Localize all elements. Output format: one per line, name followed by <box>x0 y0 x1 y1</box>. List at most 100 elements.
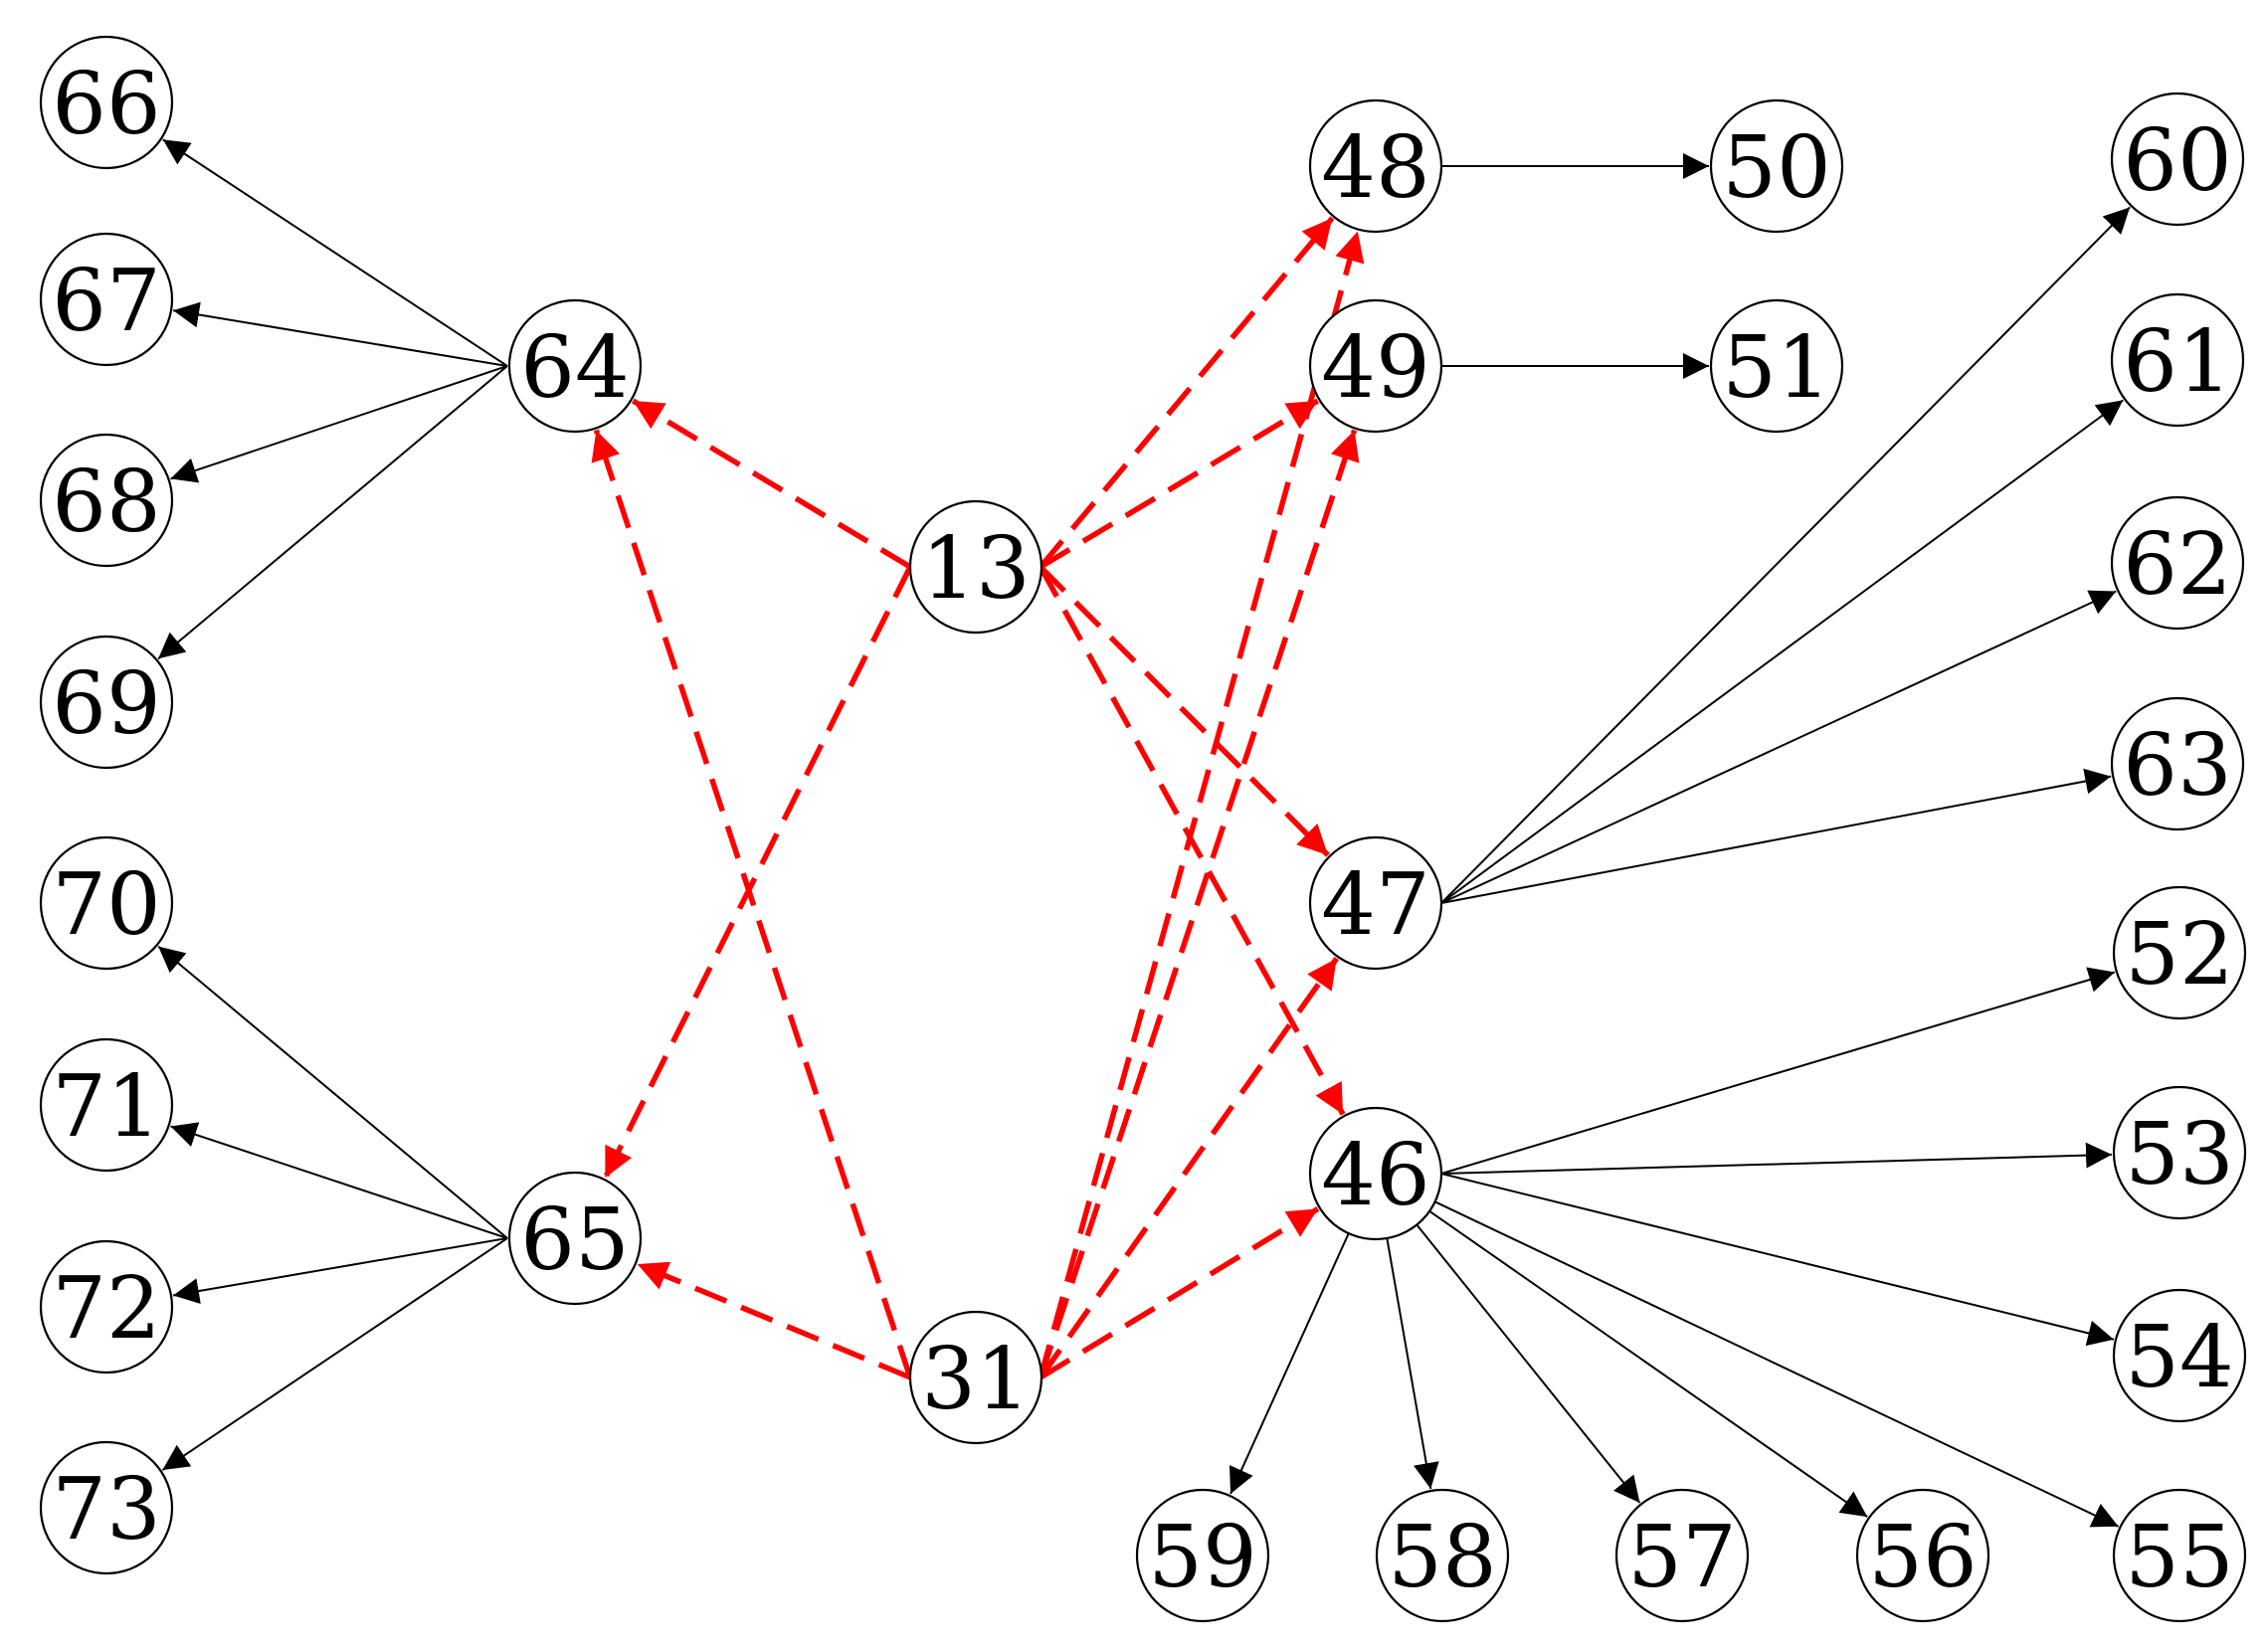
edge-65-to-70 <box>157 945 508 1239</box>
node-label: 49 <box>1321 318 1429 418</box>
edge-46-to-52 <box>1440 967 2116 1175</box>
node-47: 47 <box>1308 835 1443 971</box>
node-label: 73 <box>52 1460 160 1559</box>
edge-13-to-65 <box>602 565 913 1180</box>
node-label: 58 <box>1388 1508 1496 1607</box>
edge-31-to-64 <box>591 429 913 1378</box>
node-53: 53 <box>2112 1085 2247 1220</box>
edge-47-to-63 <box>1440 768 2112 904</box>
node-circle <box>1308 835 1443 971</box>
node-label: 57 <box>1627 1508 1736 1607</box>
node-label: 63 <box>2123 716 2231 816</box>
node-circle <box>2110 92 2245 227</box>
node-circle <box>39 1440 174 1575</box>
node-66: 66 <box>39 35 174 170</box>
node-72: 72 <box>39 1239 174 1375</box>
node-55: 55 <box>2112 1488 2247 1623</box>
node-label: 50 <box>1722 118 1830 218</box>
node-65: 65 <box>507 1171 643 1306</box>
node-circle <box>2110 495 2245 631</box>
node-label: 68 <box>52 453 160 552</box>
node-label: 48 <box>1321 118 1429 218</box>
node-label: 47 <box>1321 855 1429 955</box>
node-58: 58 <box>1375 1488 1510 1623</box>
edge-64-to-69 <box>157 365 508 660</box>
node-circle <box>507 1171 643 1306</box>
node-67: 67 <box>39 232 174 367</box>
node-label: 67 <box>52 252 160 351</box>
node-label: 51 <box>1722 318 1830 418</box>
edge-31-to-47 <box>1038 956 1340 1379</box>
edge-47-to-60 <box>1440 206 2131 904</box>
node-label: 13 <box>921 519 1030 619</box>
node-73: 73 <box>39 1440 174 1575</box>
node-52: 52 <box>2112 885 2247 1020</box>
edge-47-to-61 <box>1440 399 2124 904</box>
node-circle <box>908 499 1043 635</box>
edge-13-to-48 <box>1038 216 1335 569</box>
node-circle <box>2110 696 2245 831</box>
node-69: 69 <box>39 635 174 770</box>
edge-46-to-58 <box>1386 1237 1439 1490</box>
node-64: 64 <box>507 298 643 434</box>
node-label: 72 <box>52 1259 160 1359</box>
edge-31-to-46 <box>1039 1205 1320 1380</box>
node-circle <box>908 1310 1043 1445</box>
node-63: 63 <box>2110 696 2245 831</box>
edges-layer <box>157 138 2131 1528</box>
edge-46-to-56 <box>1428 1209 1868 1518</box>
node-60: 60 <box>2110 92 2245 227</box>
edge-65-to-73 <box>161 1237 508 1471</box>
node-label: 55 <box>2125 1508 2233 1607</box>
node-circle <box>2112 1085 2247 1220</box>
nodes-layer: 66 67 68 69 70 71 72 73 64 65 13 31 48 49 47 46 50 51 60 61… <box>39 35 2247 1623</box>
edge-13-to-47 <box>1039 565 1330 857</box>
node-56: 56 <box>1855 1488 1990 1623</box>
edge-65-to-71 <box>170 1122 508 1239</box>
node-circle <box>1308 1106 1443 1241</box>
node-70: 70 <box>39 835 174 971</box>
node-circle <box>2110 292 2245 428</box>
node-label: 61 <box>2123 312 2231 412</box>
edge-31-to-65 <box>636 1261 912 1380</box>
node-circle <box>1308 298 1443 434</box>
node-label: 46 <box>1321 1126 1429 1225</box>
node-label: 62 <box>2123 515 2231 615</box>
edge-31-to-48 <box>1038 230 1365 1378</box>
node-49: 49 <box>1308 298 1443 434</box>
node-label: 56 <box>1868 1508 1977 1607</box>
edge-13-to-64 <box>631 398 912 570</box>
node-circle <box>39 433 174 568</box>
node-circle <box>2112 1288 2247 1423</box>
node-61: 61 <box>2110 292 2245 428</box>
node-circle <box>1614 1488 1750 1623</box>
edge-13-to-49 <box>1039 398 1320 570</box>
node-label: 69 <box>52 654 160 754</box>
node-circle <box>39 1239 174 1375</box>
node-circle <box>1709 98 1844 234</box>
node-label: 65 <box>520 1191 629 1290</box>
node-circle <box>1135 1488 1270 1623</box>
node-13: 13 <box>908 499 1043 635</box>
node-62: 62 <box>2110 495 2245 631</box>
node-71: 71 <box>39 1037 174 1173</box>
edge-64-to-68 <box>170 365 508 483</box>
node-label: 70 <box>52 855 160 955</box>
node-label: 31 <box>921 1330 1030 1429</box>
edge-46-to-57 <box>1416 1223 1641 1504</box>
node-circle <box>2112 885 2247 1020</box>
node-label: 54 <box>2125 1308 2233 1407</box>
edge-31-to-49 <box>1038 429 1360 1378</box>
node-57: 57 <box>1614 1488 1750 1623</box>
node-circle <box>39 635 174 770</box>
node-circle <box>2112 1488 2247 1623</box>
node-label: 60 <box>2123 111 2231 211</box>
node-31: 31 <box>908 1310 1043 1445</box>
node-circle <box>1709 298 1844 434</box>
node-51: 51 <box>1709 298 1844 434</box>
node-label: 59 <box>1148 1508 1256 1607</box>
node-circle <box>39 1037 174 1173</box>
edge-47-to-62 <box>1440 590 2117 904</box>
node-circle <box>1855 1488 1990 1623</box>
